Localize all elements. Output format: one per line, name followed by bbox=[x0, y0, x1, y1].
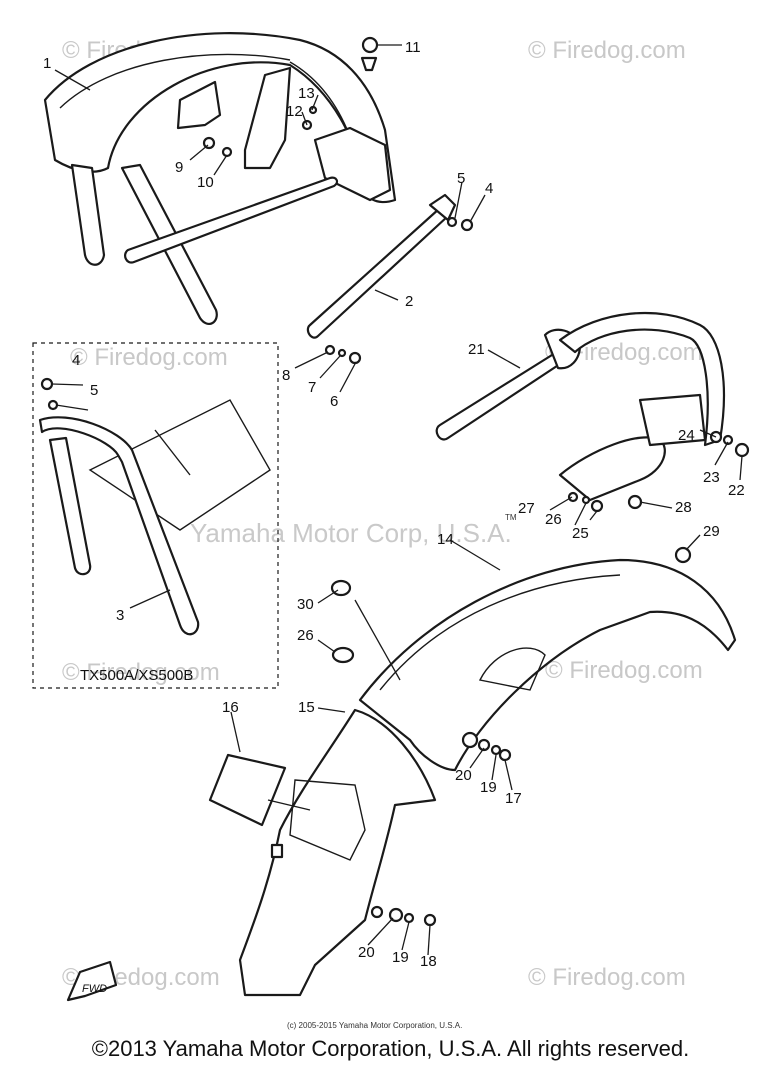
callout-7: 7 bbox=[308, 379, 316, 396]
callout-6: 6 bbox=[330, 393, 338, 410]
copyright-notice: ©2013 Yamaha Motor Corporation, U.S.A. A… bbox=[91, 1036, 690, 1061]
callout-20: 20 bbox=[455, 767, 472, 784]
watermark-yamaha: Yamaha Motor Corp, U.S.A. bbox=[190, 518, 512, 548]
callout-21: 21 bbox=[468, 341, 485, 358]
watermark-tm: TM bbox=[505, 513, 517, 522]
rear-fender bbox=[330, 558, 737, 772]
callout-5-inset: 5 bbox=[90, 382, 98, 399]
callout-26: 26 bbox=[545, 511, 562, 528]
callout-18: 18 bbox=[420, 953, 437, 970]
inset-model-label: TX500A/XS500B bbox=[80, 667, 193, 684]
callout-4: 4 bbox=[485, 180, 493, 197]
reflector bbox=[208, 753, 311, 827]
callout-leaders bbox=[51, 44, 743, 956]
callout-13: 13 bbox=[298, 85, 315, 102]
rear-fender-lower bbox=[238, 708, 437, 997]
front-fender bbox=[43, 32, 474, 365]
callout-30: 30 bbox=[297, 596, 314, 613]
callout-5: 5 bbox=[457, 170, 465, 187]
callout-17: 17 bbox=[505, 790, 522, 807]
callout-19-lower: 19 bbox=[392, 949, 409, 966]
small-copyright: (c) 2005-2015 Yamaha Motor Corporation, … bbox=[287, 1021, 462, 1030]
callout-24: 24 bbox=[678, 427, 695, 444]
callout-20-lower: 20 bbox=[358, 944, 375, 961]
callout-29: 29 bbox=[703, 523, 720, 540]
callout-12: 12 bbox=[286, 103, 303, 120]
watermark-lower-right: © Firedog.com bbox=[545, 657, 703, 684]
fwd-label: FWD bbox=[82, 983, 107, 995]
callout-16: 16 bbox=[222, 699, 239, 716]
callout-28: 28 bbox=[675, 499, 692, 516]
watermark-inset-bottom: © Firedog.com bbox=[62, 659, 220, 686]
grab-bar bbox=[435, 311, 750, 564]
callout-1: 1 bbox=[43, 55, 51, 72]
callout-23: 23 bbox=[703, 469, 720, 486]
callout-2: 2 bbox=[405, 293, 413, 310]
fwd-arrow: FWD bbox=[66, 960, 118, 1002]
callout-26-lower: 26 bbox=[297, 627, 314, 644]
watermark-bottom-right: © Firedog.com bbox=[528, 964, 686, 991]
callout-11: 11 bbox=[405, 39, 421, 56]
callout-22: 22 bbox=[728, 482, 745, 499]
callout-14: 14 bbox=[437, 531, 454, 548]
callout-10: 10 bbox=[197, 174, 214, 191]
callout-25: 25 bbox=[572, 525, 589, 542]
callout-15: 15 bbox=[298, 699, 315, 716]
callout-27: 27 bbox=[518, 500, 535, 517]
callout-19: 19 bbox=[480, 779, 497, 796]
callout-4-inset: 4 bbox=[72, 352, 80, 369]
callout-8: 8 bbox=[282, 367, 290, 384]
callout-numbers: 1 2 3 4 4 5 5 6 7 8 9 10 11 12 13 14 15 … bbox=[43, 39, 745, 970]
inset-box: TX500A/XS500B bbox=[32, 342, 279, 689]
callout-9: 9 bbox=[175, 159, 183, 176]
watermark-inset: © Firedog.com bbox=[70, 344, 228, 371]
watermark-top-right: © Firedog.com bbox=[528, 37, 686, 64]
callout-3: 3 bbox=[116, 607, 124, 624]
